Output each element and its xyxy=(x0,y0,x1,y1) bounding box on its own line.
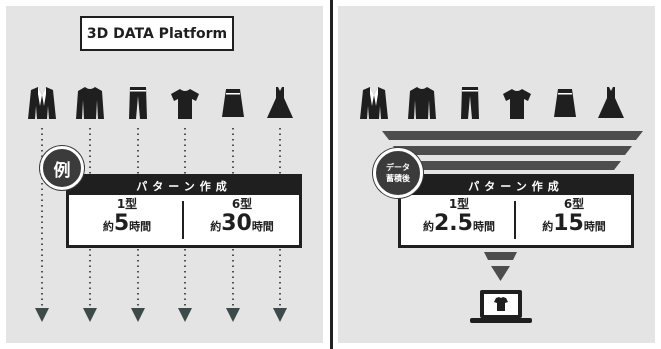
dress-icon xyxy=(598,87,624,118)
one-type-cell: 1型 約5時間 xyxy=(69,197,185,240)
laptop-icon xyxy=(470,290,532,323)
time-value: 約15時間 xyxy=(542,211,606,236)
tshirt-icon xyxy=(503,89,531,119)
pattern-creation-header: パターン作成 xyxy=(69,177,299,195)
type-label: 6型 xyxy=(231,197,253,211)
dress-icon xyxy=(267,87,293,118)
type-label: 1型 xyxy=(448,197,470,211)
sweater-icon xyxy=(408,87,436,119)
jacket-icon xyxy=(360,87,388,119)
example-badge: 例 xyxy=(40,146,84,190)
pattern-creation-box: パターン作成 1型 約5時間 6型 約30時間 xyxy=(66,174,302,248)
time-value: 約5時間 xyxy=(102,211,152,236)
sweater-icon xyxy=(76,87,104,119)
six-type-cell: 6型 約30時間 xyxy=(185,197,299,240)
flow-arrowheads xyxy=(35,308,287,322)
funnel xyxy=(382,131,643,281)
pants-icon xyxy=(129,87,147,119)
badge-line-2: 蓄積後 xyxy=(386,174,410,183)
tshirt-icon xyxy=(171,89,199,119)
pattern-creation-box: パターン作成 1型 約2.5時間 6型 約15時間 xyxy=(398,174,634,248)
pattern-creation-header: パターン作成 xyxy=(401,177,631,195)
type-label: 6型 xyxy=(563,197,585,211)
jacket-icon xyxy=(28,87,56,119)
box-separator xyxy=(514,201,516,239)
badge-line-1: データ xyxy=(386,163,410,172)
time-value: 約2.5時間 xyxy=(423,211,495,236)
one-type-cell: 1型 約2.5時間 xyxy=(401,197,517,240)
six-type-cell: 6型 約15時間 xyxy=(517,197,631,240)
data-accumulated-badge: データ 蓄積後 xyxy=(373,148,423,198)
skirt-icon xyxy=(222,89,244,117)
type-label: 1型 xyxy=(116,197,138,211)
pants-icon xyxy=(461,87,479,119)
platform-title: 3D DATA Platform xyxy=(80,16,234,51)
box-separator xyxy=(182,201,184,239)
panel-divider xyxy=(330,0,333,349)
time-value: 約30時間 xyxy=(210,211,274,236)
skirt-icon xyxy=(554,89,576,117)
